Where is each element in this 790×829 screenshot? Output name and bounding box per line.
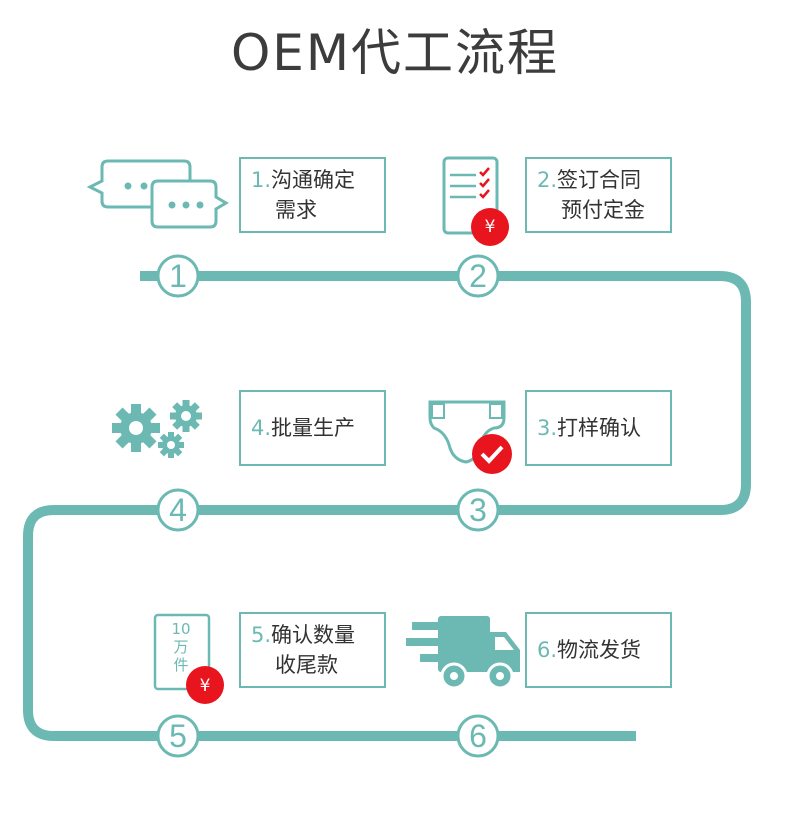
step-box-6: 6.物流发货 [525,612,672,688]
diaper-icon [428,400,512,474]
step-label-line1: 批量生产 [271,416,356,440]
step-marker-circle-5 [156,714,200,758]
yen-badge: ¥ [199,676,211,696]
step-number: 6. [537,638,558,662]
step-box-1: 1.沟通确定 需求 [239,157,386,233]
step-label-line1: 打样确认 [557,416,642,440]
step-label-line2: 预付定金 [561,198,645,222]
step-number: 1. [251,168,272,192]
step-label-line1: 物流发货 [557,638,642,662]
step-box-4: 4.批量生产 [239,390,386,466]
quantity-tag-line3: 件 [173,656,189,674]
step-label-line1: 确认数量 [271,623,356,647]
step-box-2: 2.签订合同 预付定金 [525,157,672,233]
yen-badge: ¥ [484,217,496,237]
quantity-tag-line1: 10 [171,620,191,638]
step-number: 4. [251,416,272,440]
step-marker-circle-3 [456,488,500,532]
step-label-line1: 签订合同 [557,168,642,192]
chat-bubbles-icon [86,159,229,229]
step-marker-3: 3 [469,492,487,528]
quantity-tag-text: 10 万 件 [157,620,205,674]
delivery-truck-icon [406,616,520,690]
step-number: 2. [537,168,558,192]
step-marker-1: 1 [169,258,187,294]
step-label-line2: 收尾款 [275,653,338,677]
step-marker-5: 5 [169,718,187,754]
step-marker-circle-1 [156,254,200,298]
step-label-line1: 沟通确定 [271,168,356,192]
step-box-5: 5.确认数量 收尾款 [239,612,386,688]
step-marker-2: 2 [469,258,487,294]
step-marker-circle-2 [456,254,500,298]
page-title: OEM代工流程 [230,24,560,82]
step-box-3: 3.打样确认 [525,390,672,466]
quantity-tag-line2: 万 [173,638,189,656]
step-marker-circle-4 [156,488,200,532]
step-marker-circle-6 [456,714,500,758]
quantity-tag-icon [153,613,224,704]
checklist-icon [442,156,509,246]
gears-icon [112,400,202,458]
step-marker-6: 6 [469,718,487,754]
step-number: 3. [537,416,558,440]
step-marker-4: 4 [169,492,187,528]
step-number: 5. [251,623,272,647]
step-label-line2: 需求 [275,198,317,222]
